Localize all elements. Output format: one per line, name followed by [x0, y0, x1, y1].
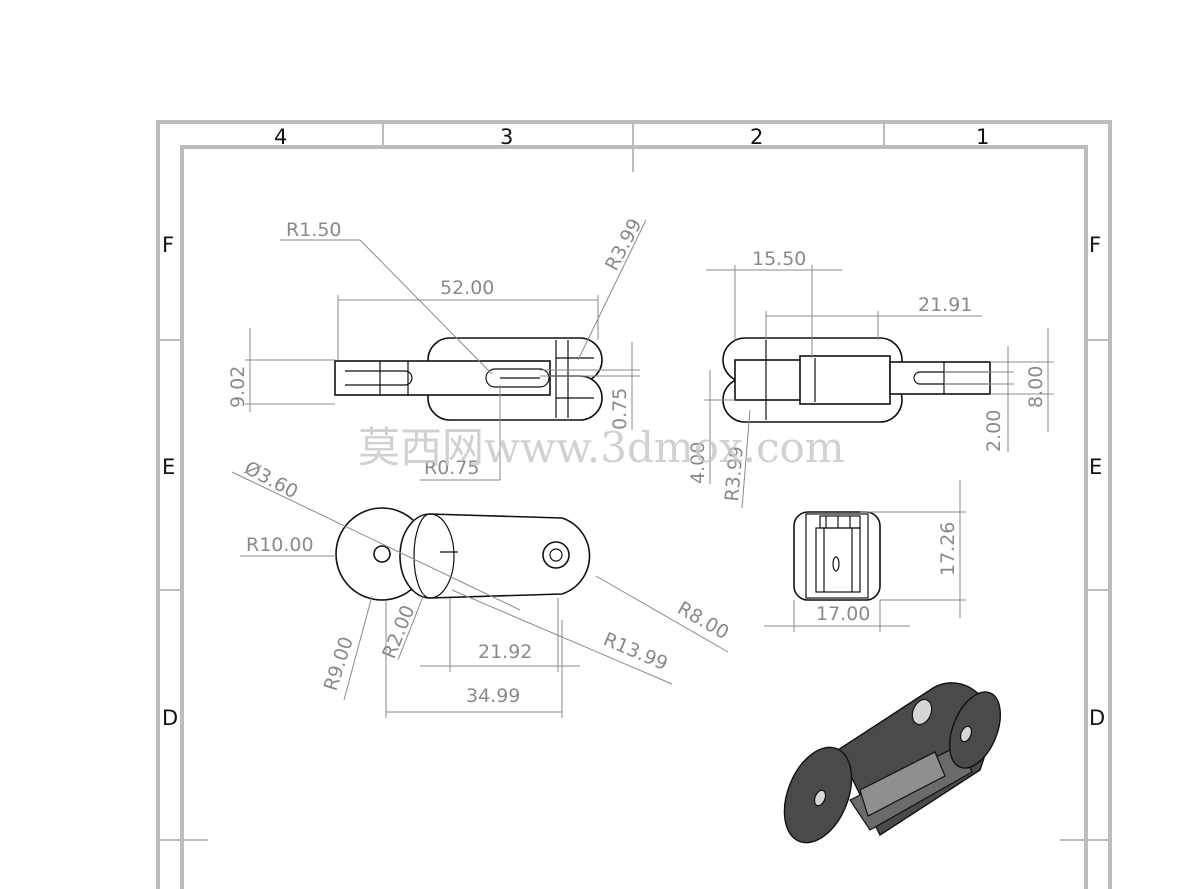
dim-21-91: 21.91	[918, 294, 972, 316]
dim-8-00: 8.00	[1025, 366, 1047, 408]
dim-r9-00: R9.00	[320, 634, 358, 694]
dim-0-75: 0.75	[609, 388, 631, 430]
dims-top-view: Ø3.60 R10.00 R8.00 R13.99 R9.00 R2.00 21…	[231, 457, 733, 718]
top-view	[335, 507, 591, 601]
dim-34-99: 34.99	[466, 685, 520, 707]
dim-17-00: 17.00	[816, 603, 870, 625]
watermark: 莫西网www.3dmox.com	[358, 423, 845, 472]
zone-top-3: 3	[500, 125, 513, 149]
dim-r0-75: R0.75	[424, 457, 480, 479]
dim-15-50: 15.50	[752, 248, 806, 270]
top-view-pin-hole	[373, 545, 391, 563]
zone-top-2: 2	[750, 125, 763, 149]
dim-dia-3-60: Ø3.60	[241, 457, 302, 503]
dim-r10-00: R10.00	[246, 534, 314, 556]
dims-end-view: 17.26 17.00	[764, 480, 966, 632]
front-view-right	[722, 337, 991, 423]
zone-right-d: D	[1089, 706, 1105, 730]
end-view-body	[793, 511, 881, 601]
dims-front-right: 15.50 21.91 8.00 2.00 4.00 R3.99	[687, 248, 1054, 509]
front-view-left	[334, 337, 603, 421]
dim-17-26: 17.26	[937, 522, 959, 576]
zone-top-1: 1	[976, 125, 989, 149]
iso-top-hole	[911, 698, 933, 726]
zone-left-f: F	[162, 233, 174, 257]
dim-r3-99: R3.99	[601, 215, 646, 274]
zone-left-d: D	[162, 706, 178, 730]
zone-top-4: 4	[274, 125, 287, 149]
isometric-view	[783, 682, 1002, 844]
sheet-frame	[156, 120, 1112, 889]
zone-right-e: E	[1089, 455, 1102, 479]
link2-tongue	[889, 361, 991, 395]
dim-9-02: 9.02	[227, 366, 249, 408]
iso-far-disk	[948, 691, 1002, 769]
zone-right-f: F	[1089, 233, 1101, 257]
dim-r1-50: R1.50	[286, 219, 342, 241]
top-view-eye-outer	[542, 541, 570, 569]
dim-r3-99-right: R3.99	[721, 445, 748, 502]
end-view	[793, 511, 881, 601]
dim-4-00: 4.00	[687, 442, 709, 484]
dims-front-left: R1.50 R3.99 52.00 9.02 0.75 R0.75	[227, 215, 646, 481]
iso-window	[859, 751, 946, 817]
dim-r2-00: R2.00	[378, 602, 419, 662]
dim-2-00: 2.00	[983, 410, 1005, 452]
dim-52-00: 52.00	[440, 277, 494, 299]
iso-end-hole	[813, 789, 827, 807]
dim-21-92: 21.92	[478, 641, 532, 663]
zone-left-e: E	[162, 455, 175, 479]
link2-hub	[799, 355, 891, 405]
iso-far-hole	[959, 725, 973, 743]
